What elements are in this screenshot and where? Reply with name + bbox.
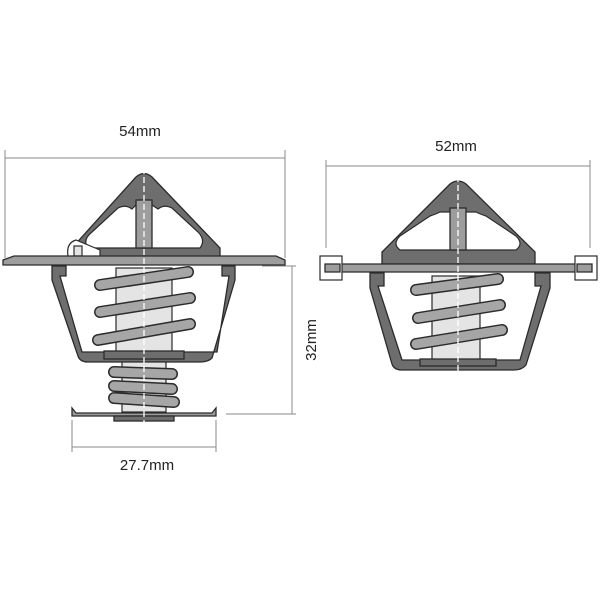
dimension-32mm: 32mm — [226, 265, 320, 415]
right-thermostat: 52mm — [319, 138, 598, 376]
dimension-52mm: 52mm — [325, 138, 591, 248]
label-27-7mm: 27.7mm — [120, 457, 174, 474]
flange-ends — [324, 263, 593, 273]
label-32mm: 32mm — [303, 319, 320, 361]
cup — [369, 272, 551, 371]
dimension-54mm: 54mm — [4, 123, 286, 258]
left-thermostat: 54mm 32mm 27.7mm — [2, 123, 320, 474]
spring — [411, 274, 507, 349]
label-54mm: 54mm — [119, 123, 161, 140]
bottom-plate — [71, 406, 217, 417]
label-52mm: 52mm — [435, 138, 477, 155]
lower-spring — [109, 367, 179, 407]
dimension-27-7mm: 27.7mm — [71, 420, 217, 474]
jiggle-valve — [73, 245, 83, 257]
cup — [51, 265, 236, 363]
